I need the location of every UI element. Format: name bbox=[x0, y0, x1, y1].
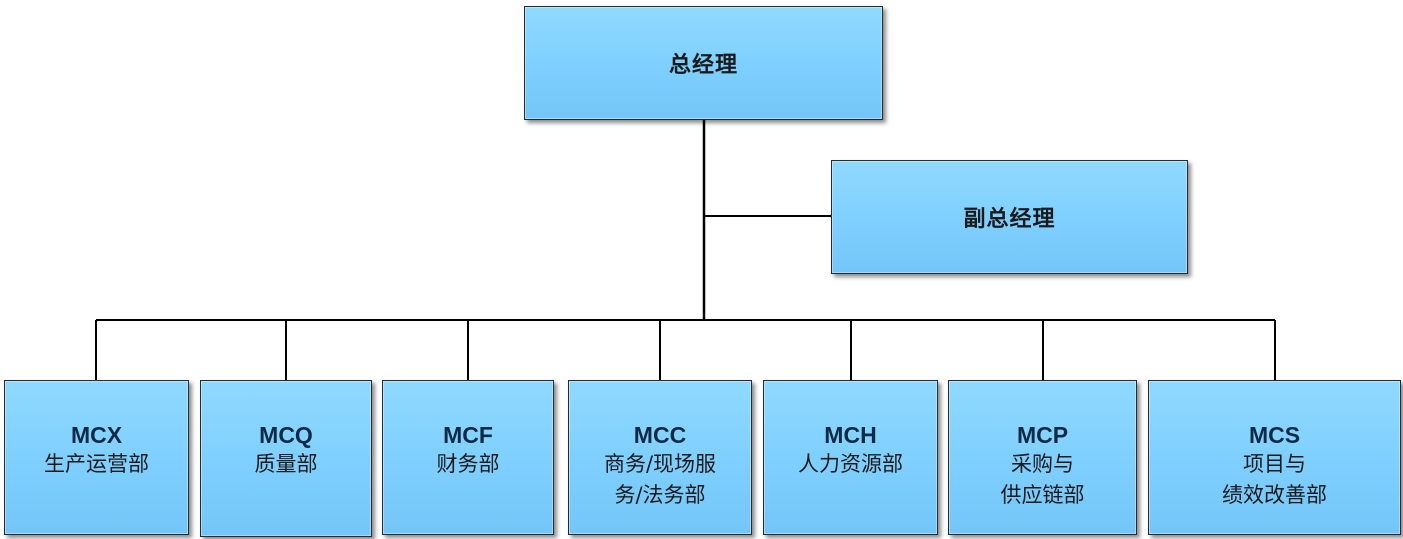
department-box-mcs: MCS 项目与 绩效改善部 bbox=[1148, 380, 1401, 535]
department-box-mcf: MCF 财务部 bbox=[382, 380, 554, 535]
department-box-mcp: MCP 采购与 供应链部 bbox=[948, 380, 1137, 535]
department-code: MCH bbox=[824, 422, 877, 448]
department-name-line1: 商务/现场服 bbox=[603, 452, 717, 476]
department-name-line2: 供应链部 bbox=[1000, 483, 1085, 507]
deputy-general-manager-box: 副总经理 bbox=[831, 160, 1188, 274]
department-name-line1: 人力资源部 bbox=[798, 452, 903, 476]
department-name-line2: 务/法务部 bbox=[614, 483, 706, 507]
department-code: MCX bbox=[70, 422, 123, 448]
department-name-line1: 生产运营部 bbox=[44, 452, 149, 476]
department-code: MCQ bbox=[259, 422, 313, 448]
department-code: MCP bbox=[1016, 422, 1069, 448]
department-code: MCS bbox=[1248, 422, 1301, 448]
department-box-mcx: MCX 生产运营部 bbox=[4, 380, 189, 535]
department-name-line1: 采购与 bbox=[1011, 452, 1074, 476]
deputy-general-manager-label: 副总经理 bbox=[963, 207, 1056, 232]
department-name-line1: 质量部 bbox=[254, 452, 318, 476]
department-name-line1: 项目与 bbox=[1243, 452, 1306, 476]
general-manager-label: 总经理 bbox=[668, 53, 738, 78]
department-code: MCC bbox=[633, 422, 687, 448]
department-code: MCF bbox=[443, 422, 493, 448]
general-manager-box: 总经理 bbox=[524, 6, 883, 120]
department-box-mch: MCH 人力资源部 bbox=[763, 380, 938, 535]
department-name-line1: 财务部 bbox=[436, 452, 500, 476]
department-name-line2: 绩效改善部 bbox=[1222, 483, 1327, 507]
department-box-mcq: MCQ 质量部 bbox=[200, 380, 372, 537]
department-box-mcc: MCC 商务/现场服 务/法务部 bbox=[568, 380, 752, 535]
